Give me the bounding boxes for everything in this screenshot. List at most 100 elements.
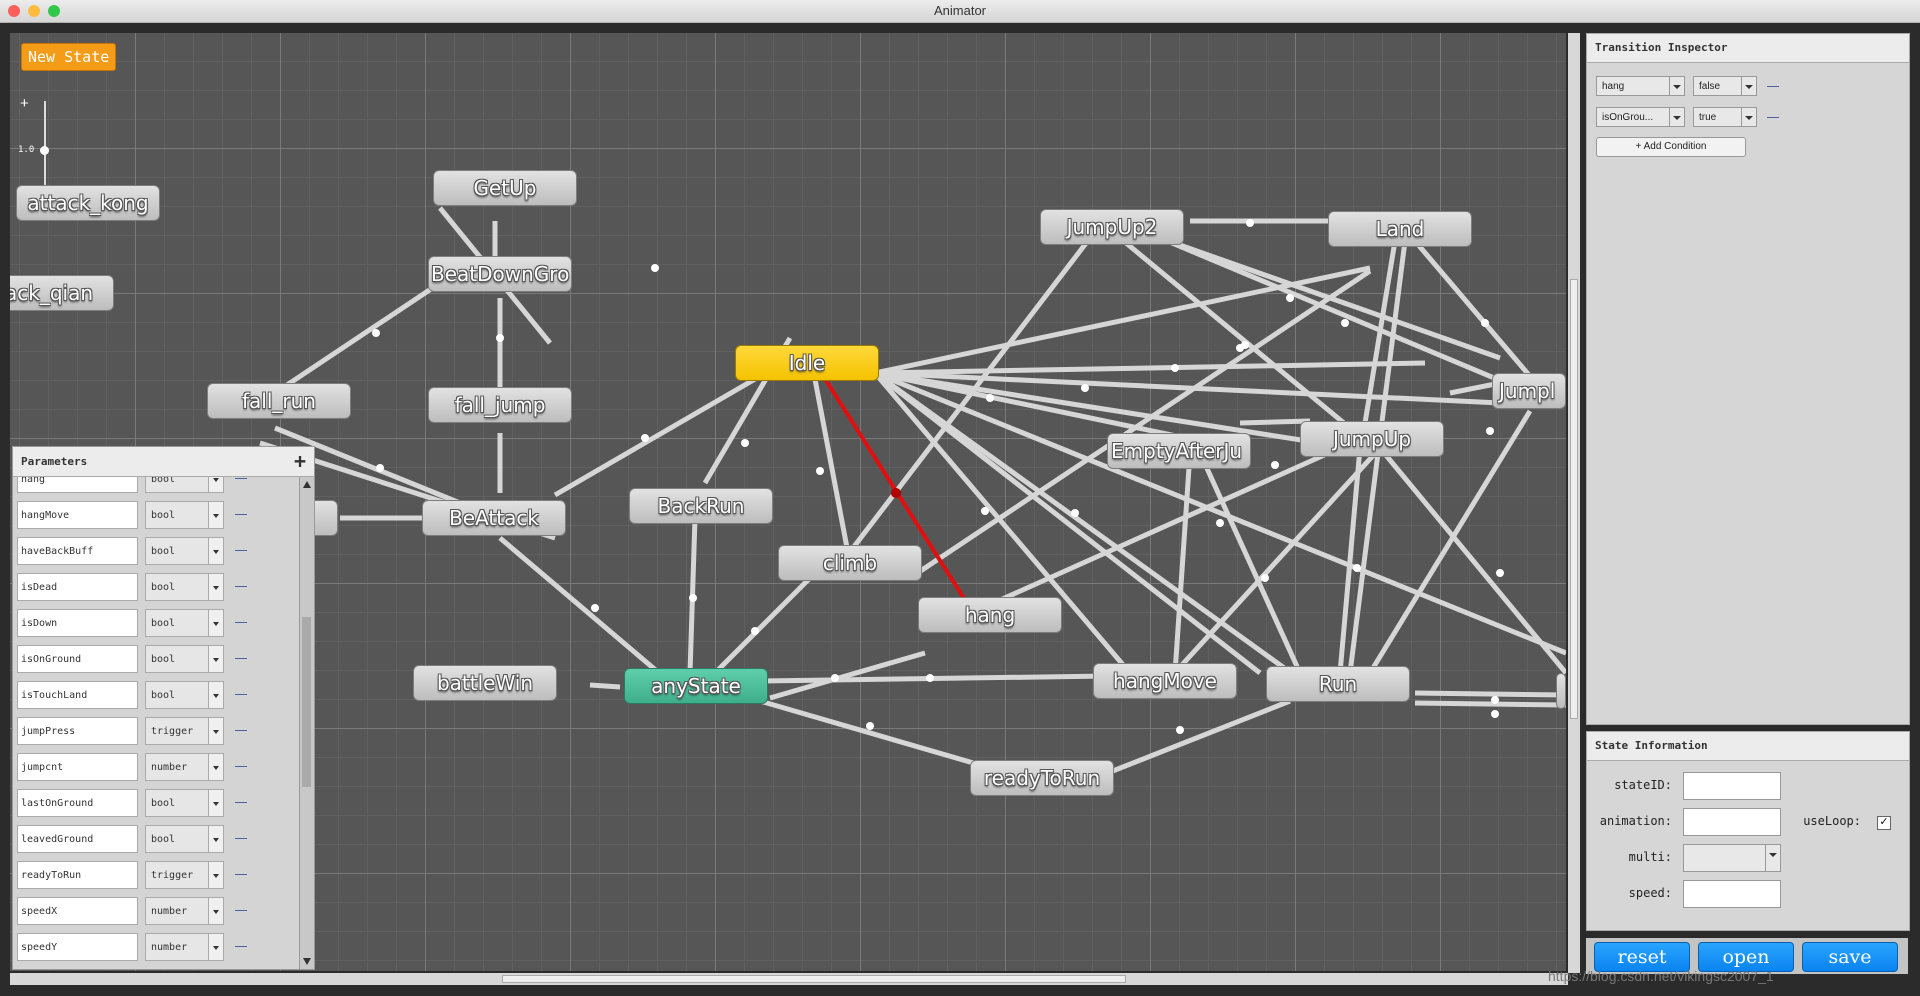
parameter-name-input[interactable]: hangMove xyxy=(17,501,138,529)
animation-input[interactable] xyxy=(1683,808,1781,836)
state-node-anystate[interactable]: anyState xyxy=(624,668,768,704)
remove-parameter-icon[interactable] xyxy=(235,514,247,515)
parameter-type-select[interactable]: bool xyxy=(145,645,224,673)
parameters-scroll-thumb[interactable] xyxy=(302,617,311,787)
canvas-vertical-scroll-thumb[interactable] xyxy=(1570,279,1578,719)
state-node-land[interactable]: Land xyxy=(1328,211,1472,247)
state-node-hang[interactable]: hang xyxy=(918,597,1062,633)
transition-line[interactable] xyxy=(273,280,442,396)
save-button[interactable]: save xyxy=(1802,942,1898,972)
chevron-down-icon[interactable] xyxy=(208,682,223,708)
remove-condition-icon[interactable] xyxy=(1767,86,1779,87)
transition-line[interactable] xyxy=(908,268,1372,581)
chevron-down-icon[interactable] xyxy=(1669,77,1684,95)
transition-line[interactable] xyxy=(1362,240,1398,424)
new-state-button[interactable]: New State xyxy=(21,43,117,71)
transition-line[interactable] xyxy=(874,370,1211,446)
condition-parameter-select[interactable]: isOnGrou... xyxy=(1596,107,1685,127)
parameter-name-input[interactable]: isTouchLand xyxy=(17,681,138,709)
transition-line[interactable] xyxy=(1168,446,1382,680)
chevron-down-icon[interactable] xyxy=(1765,845,1780,871)
parameter-name-input[interactable]: speedX xyxy=(17,897,138,925)
state-node-fall-run[interactable]: fall_run xyxy=(207,383,351,419)
parameter-name-input[interactable]: hang xyxy=(17,477,138,493)
state-node-jumpup2[interactable]: JumpUp2 xyxy=(1040,209,1184,245)
parameter-name-input[interactable]: readyToRun xyxy=(17,861,138,889)
chevron-down-icon[interactable] xyxy=(208,538,223,564)
transition-line[interactable] xyxy=(589,682,621,690)
remove-parameter-icon[interactable] xyxy=(235,874,247,875)
state-node-backrun[interactable]: BackRun xyxy=(629,488,773,524)
parameter-type-select[interactable]: bool xyxy=(145,501,224,529)
state-id-input[interactable] xyxy=(1683,772,1781,800)
use-loop-checkbox[interactable]: ✓ xyxy=(1877,816,1891,830)
transition-line[interactable] xyxy=(1172,452,1193,674)
state-node-hangmove[interactable]: hangMove xyxy=(1093,663,1237,699)
remove-parameter-icon[interactable] xyxy=(235,730,247,731)
transition-line[interactable] xyxy=(874,360,1426,376)
zoom-in-icon[interactable]: + xyxy=(20,95,29,112)
transition-line[interactable] xyxy=(769,650,926,701)
parameter-type-select[interactable]: number xyxy=(145,897,224,925)
state-node-run[interactable]: Run xyxy=(1266,666,1410,702)
transition-line[interactable] xyxy=(828,236,1092,580)
state-node-fall-jump[interactable]: fall_jump xyxy=(428,387,572,423)
parameter-type-select[interactable]: bool xyxy=(145,825,224,853)
parameter-type-select[interactable]: bool xyxy=(145,537,224,565)
state-node-getup[interactable]: GetUp xyxy=(433,170,577,206)
transition-line[interactable] xyxy=(1414,690,1566,698)
remove-parameter-icon[interactable] xyxy=(235,586,247,587)
minimize-window-button[interactable] xyxy=(28,5,40,17)
transition-line[interactable] xyxy=(1347,240,1408,674)
parameter-name-input[interactable]: speedY xyxy=(17,933,138,961)
remove-parameter-icon[interactable] xyxy=(235,478,247,479)
scroll-up-icon[interactable] xyxy=(303,481,311,488)
transition-line[interactable] xyxy=(873,371,1132,675)
parameter-type-select[interactable]: bool xyxy=(145,681,224,709)
state-node-idle[interactable]: Idle xyxy=(735,345,879,381)
state-node-battlewin[interactable]: battleWin xyxy=(413,665,557,701)
state-node-offscreen[interactable] xyxy=(1556,673,1566,709)
transition-line[interactable] xyxy=(874,370,1321,446)
chevron-down-icon[interactable] xyxy=(208,646,223,672)
transition-line[interactable] xyxy=(759,673,1109,684)
zoom-slider[interactable] xyxy=(44,101,46,187)
transition-line[interactable] xyxy=(1449,380,1501,396)
parameter-name-input[interactable]: jumpPress xyxy=(17,717,138,745)
state-graph-canvas[interactable]: New State + 1.0 attack_kong ack_qian Get… xyxy=(10,33,1566,971)
state-node-jumpup[interactable]: JumpUp xyxy=(1300,421,1444,457)
state-node-emptyafterjump[interactable]: EmptyAfterJu xyxy=(1107,433,1251,469)
maximize-window-button[interactable] xyxy=(48,5,60,17)
chevron-down-icon[interactable] xyxy=(208,862,223,888)
add-condition-button[interactable]: + Add Condition xyxy=(1596,137,1746,157)
multi-select[interactable] xyxy=(1683,844,1781,872)
parameter-type-select[interactable]: bool xyxy=(145,609,224,637)
chevron-down-icon[interactable] xyxy=(208,574,223,600)
remove-parameter-icon[interactable] xyxy=(235,838,247,839)
speed-input[interactable] xyxy=(1683,880,1781,908)
parameter-type-select[interactable]: bool xyxy=(145,477,224,493)
transition-line[interactable] xyxy=(1414,700,1566,708)
selected-transition-line[interactable] xyxy=(808,353,967,602)
chevron-down-icon[interactable] xyxy=(208,610,223,636)
transition-line[interactable] xyxy=(874,370,1501,406)
transition-line[interactable] xyxy=(874,370,1566,656)
parameter-name-input[interactable]: lastOnGround xyxy=(17,789,138,817)
remove-parameter-icon[interactable] xyxy=(235,694,247,695)
chevron-down-icon[interactable] xyxy=(1741,108,1756,126)
chevron-down-icon[interactable] xyxy=(208,898,223,924)
transition-line[interactable] xyxy=(1337,447,1363,674)
parameter-name-input[interactable]: isOnGround xyxy=(17,645,138,673)
parameter-name-input[interactable]: isDown xyxy=(17,609,138,637)
remove-parameter-icon[interactable] xyxy=(235,946,247,947)
state-node-climb[interactable]: climb xyxy=(778,545,922,581)
remove-condition-icon[interactable] xyxy=(1767,117,1779,118)
parameters-list[interactable]: hang bool hangMove bool haveBackBuff boo… xyxy=(13,477,295,969)
parameter-name-input[interactable]: haveBackBuff xyxy=(17,537,138,565)
remove-parameter-icon[interactable] xyxy=(235,622,247,623)
canvas-horizontal-scrollbar[interactable] xyxy=(10,973,1568,985)
transition-line[interactable] xyxy=(1197,451,1303,675)
remove-parameter-icon[interactable] xyxy=(235,802,247,803)
parameter-type-select[interactable]: trigger xyxy=(145,861,224,889)
transition-line[interactable] xyxy=(1094,698,1291,781)
